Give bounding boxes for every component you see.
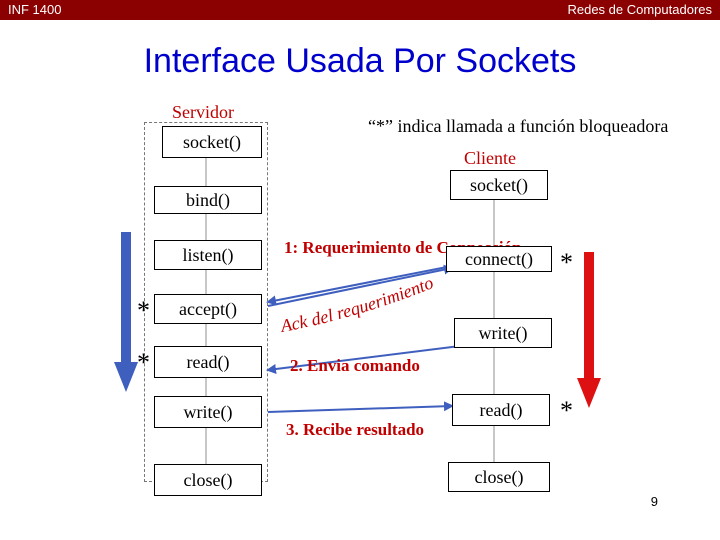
blocking-note: “*” indica llamada a función bloqueadora: [368, 116, 669, 136]
blocking-mark-client-read: *: [560, 396, 573, 425]
server-accept-box: accept(): [154, 294, 262, 324]
header-bar: INF 1400 Redes de Computadores: [0, 0, 720, 20]
client-socket-box: socket(): [450, 170, 548, 200]
client-read-box: read(): [452, 394, 550, 426]
slide-title: Interface Usada Por Sockets: [143, 42, 577, 80]
blocking-mark-accept: *: [137, 296, 150, 325]
receive-result-arrow: [267, 401, 454, 413]
server-listen-box: listen(): [154, 240, 262, 270]
ack-label: Ack del requerimiento: [278, 272, 436, 336]
server-bind-box: bind(): [154, 186, 262, 214]
blocking-mark-read: *: [137, 348, 150, 377]
server-write-box: write(): [154, 396, 262, 428]
server-label: Servidor: [172, 102, 234, 122]
client-label: Cliente: [464, 148, 516, 168]
course-code: INF 1400: [8, 2, 62, 17]
client-time-arrow: [577, 252, 601, 408]
page-number: 9: [650, 494, 658, 509]
server-socket-box: socket(): [162, 126, 262, 158]
blocking-mark-connect: *: [560, 248, 573, 277]
server-time-arrow: [114, 232, 138, 392]
receive-result-label: 3. Recibe resultado: [286, 420, 425, 439]
send-command-label: 2. Envia comando: [290, 356, 420, 375]
conn-request-arrow: [266, 265, 453, 306]
course-name: Redes de Computadores: [567, 2, 712, 17]
ack-arrow: [267, 264, 454, 307]
server-close-box: close(): [154, 464, 262, 496]
server-read-box: read(): [154, 346, 262, 378]
client-write-box: write(): [454, 318, 552, 348]
client-close-box: close(): [448, 462, 550, 492]
client-connect-box: connect(): [446, 246, 552, 272]
